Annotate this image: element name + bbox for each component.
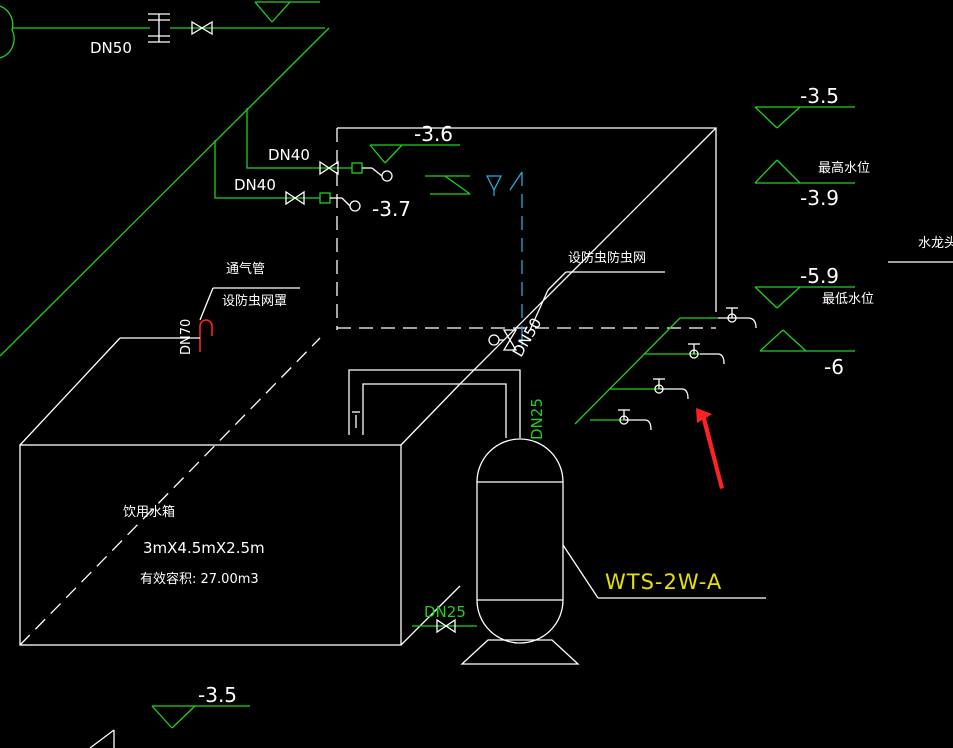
- label-dn40-lower: DN40: [234, 176, 276, 194]
- elevation-marker-tank-top: [369, 144, 471, 195]
- label-dn50-drain: DN50: [509, 315, 546, 360]
- elevation-text-bottom-right: -6: [824, 355, 844, 379]
- pressure-vessel: [460, 438, 766, 665]
- elevation-text-bottom-left: -3.5: [198, 683, 237, 707]
- label-lowest-water-level: 最低水位: [822, 292, 874, 307]
- label-insect-net: 设防虫防虫网: [568, 250, 646, 266]
- elevation-text-low-level: -5.9: [800, 264, 839, 288]
- label-vent-pipe: 通气管: [226, 261, 265, 277]
- long-diagonal-pipe: [0, 27, 330, 357]
- drain-valve: [488, 329, 518, 351]
- label-dn50-top: DN50: [90, 39, 132, 57]
- vent-pipe-leader: [199, 287, 300, 321]
- label-dn25-vertical: DN25: [528, 398, 546, 440]
- label-insect-cover: 设防虫网罩: [222, 293, 287, 309]
- drinking-water-tank: [19, 337, 461, 646]
- bottom-left-elevation-marker: [89, 705, 250, 748]
- elevation-text-tank-top: -3.6: [414, 122, 453, 146]
- overflow-pipe: [485, 171, 523, 345]
- tank-volume: 有效容积: 27.00m3: [140, 571, 259, 587]
- top-left-pipe: [0, 1, 325, 59]
- upper-tank: [336, 127, 717, 385]
- label-faucet-cut: 水龙头: [918, 236, 953, 251]
- insect-net-leader: [529, 271, 665, 331]
- label-highest-water-level: 最高水位: [818, 160, 870, 176]
- vent-pipe-gooseneck: [199, 319, 213, 352]
- label-dn40-upper: DN40: [268, 146, 310, 164]
- label-dn25-bottom: DN25: [424, 603, 466, 621]
- dn40-inlet-pipes: [214, 108, 393, 212]
- elevation-text-right-top: -3.5: [800, 84, 839, 108]
- tank-inlet-pipe: [348, 369, 521, 438]
- equipment-model: WTS-2W-A: [605, 570, 722, 594]
- elevation-text-high-level: -3.9: [800, 186, 839, 210]
- bottom-connection: [412, 618, 477, 634]
- tank-name: 饮用水箱: [123, 504, 175, 520]
- right-elevation-markers: [754, 106, 953, 352]
- annotation-arrow: [696, 408, 724, 489]
- label-dn70: DN70: [179, 319, 194, 355]
- elevation-text-outlet: -3.7: [372, 197, 411, 221]
- faucet-manifold: [574, 307, 757, 431]
- tank-dimensions: 3mX4.5mX2.5m: [143, 539, 265, 557]
